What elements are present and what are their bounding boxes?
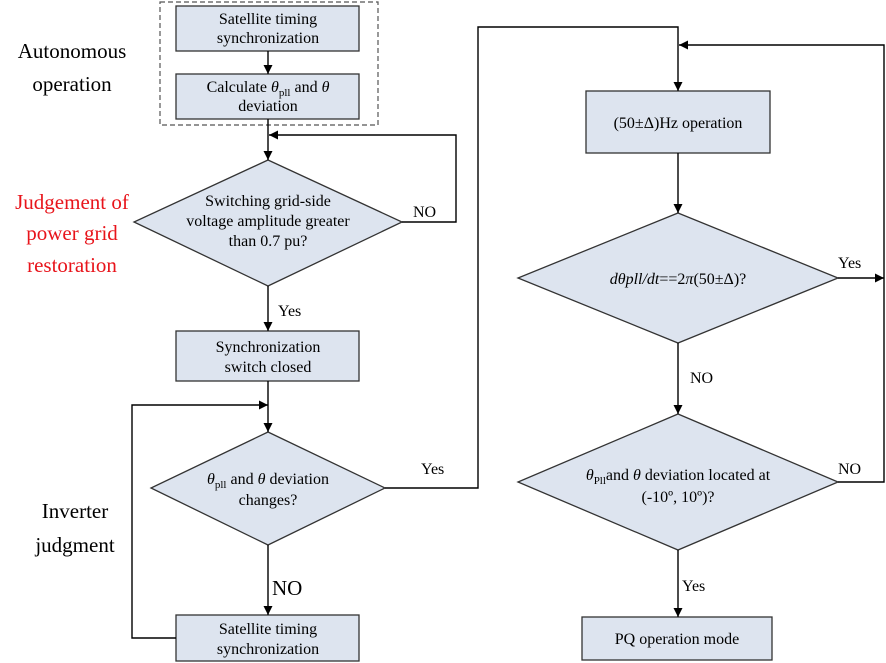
node-calc-deviation: Calculate θpll and θ deviation [175, 73, 360, 120]
node-switch-voltage-line2: voltage amplitude greater [186, 213, 350, 230]
side-label-judgement-line3: restoration [27, 253, 117, 277]
node-sat-timing-bottom-line1: Satellite timing [219, 621, 317, 638]
edge-label-no-dtheta: NO [690, 370, 713, 387]
side-label-inverter-line2: judgment [34, 533, 114, 557]
node-dtheta-check-label: dθpll/dt==2π(50±Δ)? [610, 271, 747, 288]
arrow-voltage-no-loop [269, 130, 457, 223]
side-label-judgement: Judgement of power grid restoration [15, 190, 129, 277]
arrow-range-no-loop [679, 40, 885, 483]
node-switch-voltage: Switching grid-side voltage amplitude gr… [132, 159, 404, 287]
node-calc-deviation-line2: deviation [238, 98, 298, 115]
node-hz-operation-label: (50±Δ)Hz operation [614, 115, 743, 132]
node-deviation-changes-line2: changes? [239, 492, 298, 509]
node-dtheta-check: dθpll/dt==2π(50±Δ)? [516, 212, 840, 344]
node-pq-mode-label: PQ operation mode [615, 631, 739, 648]
side-label-inverter: Inverter judgment [34, 499, 114, 557]
side-label-judgement-line2: power grid [26, 221, 118, 245]
edge-label-no-changes: NO [272, 576, 302, 600]
arrow-bottom-loop [131, 400, 268, 639]
node-deviation-range: θPlland θ deviation located at (-10º, 10… [516, 413, 840, 551]
node-sync-switch: Synchronization switch closed [175, 330, 360, 382]
autonomous-group-border [159, 1, 379, 126]
edge-label-no-range: NO [838, 461, 861, 478]
edge-label-yes-dtheta: Yes [838, 255, 861, 272]
side-label-autonomous: Autonomous operation [18, 39, 127, 96]
edge-label-yes-voltage: Yes [278, 303, 301, 320]
node-sat-timing-top-line1: Satellite timing [219, 11, 317, 28]
edge-label-yes-changes: Yes [421, 461, 444, 478]
node-deviation-range-line2: (-10º, 10º)? [641, 489, 714, 506]
node-switch-voltage-line1: Switching grid-side [205, 193, 331, 210]
node-sat-timing-bottom: Satellite timing synchronization [175, 614, 360, 662]
node-sat-timing-top-line2: synchronization [217, 30, 319, 47]
node-sat-timing-bottom-line2: synchronization [217, 641, 319, 658]
node-sat-timing-top: Satellite timing synchronization [175, 5, 360, 52]
node-sync-switch-line1: Synchronization [216, 339, 321, 356]
node-deviation-changes: θpll and θ deviation changes? [149, 431, 387, 546]
edge-label-yes-range: Yes [682, 578, 705, 595]
side-label-judgement-line1: Judgement of [15, 190, 129, 214]
arrow-changes-yes [385, 26, 683, 489]
edge-label-no-voltage: NO [413, 204, 436, 221]
node-pq-mode: PQ operation mode [581, 616, 773, 661]
side-label-autonomous-line2: operation [32, 72, 112, 96]
side-label-autonomous-line1: Autonomous [18, 39, 127, 63]
side-label-inverter-line1: Inverter [42, 499, 108, 523]
node-deviation-range-line1: θPlland θ deviation located at [586, 467, 771, 487]
node-hz-operation: (50±Δ)Hz operation [585, 90, 771, 154]
node-sync-switch-line2: switch closed [225, 359, 312, 376]
node-switch-voltage-line3: than 0.7 pu? [229, 233, 308, 250]
node-calc-deviation-line1: Calculate θpll and θ [207, 79, 330, 99]
node-deviation-changes-line1: θpll and θ deviation [207, 471, 329, 491]
